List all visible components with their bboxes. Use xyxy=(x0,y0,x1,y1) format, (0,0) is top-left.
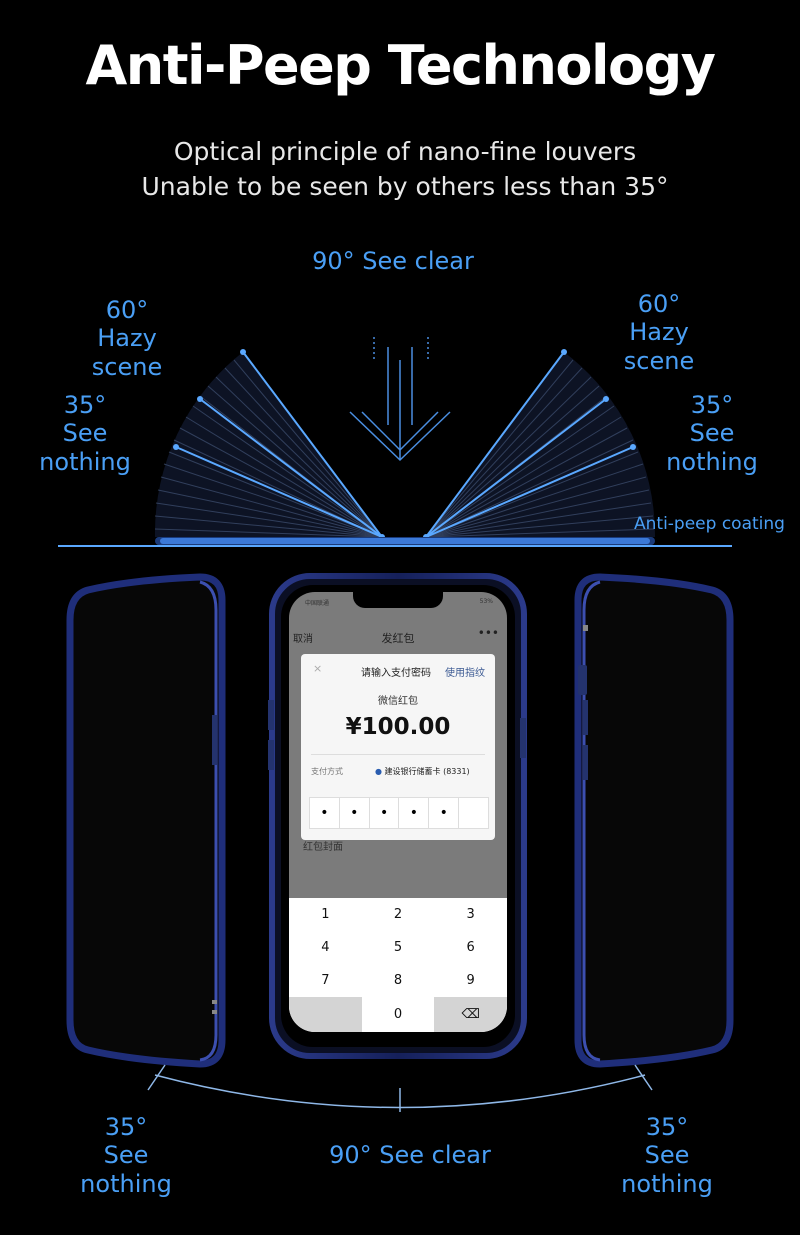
payment-card-label: 建设银行储蓄卡 (8331) xyxy=(384,767,470,776)
left-phone xyxy=(66,573,226,1068)
divider xyxy=(311,754,485,755)
bottom-left-deg: 35° xyxy=(104,1113,148,1141)
label-left-35-text: See nothing xyxy=(39,419,131,476)
backspace-icon[interactable]: ⌫ xyxy=(434,997,507,1032)
pin-digit xyxy=(459,798,488,828)
payment-method-label: 支付方式 xyxy=(311,767,343,776)
bottom-center-text: 90° See clear xyxy=(329,1141,491,1169)
cancel-button[interactable]: 取消 xyxy=(293,634,313,645)
pin-digit: • xyxy=(399,798,430,828)
nav-title: 发红包 xyxy=(381,632,415,645)
key-8[interactable]: 8 xyxy=(393,973,403,988)
label-right-35-deg: 35° xyxy=(690,391,734,419)
status-battery: 53% xyxy=(479,598,493,605)
key-2[interactable]: 2 xyxy=(393,907,403,922)
down-arrow-icon xyxy=(349,337,451,462)
label-coating: Anti-peep coating xyxy=(634,514,785,534)
viewing-angle-arc xyxy=(147,1064,653,1112)
pin-input[interactable]: • • • • • xyxy=(309,797,489,829)
label-right-35-text: See nothing xyxy=(666,419,758,476)
dialog-subtitle: 微信红包 xyxy=(378,696,418,707)
subtitle-line-2: Unable to be seen by others less than 35… xyxy=(141,172,669,201)
pin-digit: • xyxy=(310,798,340,828)
label-right-60-text: Hazy scene xyxy=(623,318,695,375)
label-left-60-deg: 60° xyxy=(105,296,149,324)
notch xyxy=(353,592,443,608)
key-blank xyxy=(289,997,362,1032)
key-1[interactable]: 1 xyxy=(321,907,330,922)
phone-screen: 中国联通 53% 取消 发红包 ••• × 请输入支付密码 使用指纹 微信红包 … xyxy=(289,592,507,1032)
key-4[interactable]: 4 xyxy=(321,940,330,955)
label-left-35-deg: 35° xyxy=(63,391,107,419)
key-6[interactable]: 6 xyxy=(466,940,475,955)
payment-card[interactable]: ● 建设银行储蓄卡 (8331) xyxy=(375,766,470,777)
page-title: Anti-Peep Technology xyxy=(85,34,717,97)
use-fingerprint-link[interactable]: 使用指纹 xyxy=(445,668,485,679)
numeric-keypad: 1 2 3 4 5 6 7 8 9 0 ⌫ xyxy=(289,898,507,1032)
right-phone xyxy=(574,573,734,1068)
bottom-left-text: See nothing xyxy=(80,1141,172,1198)
key-5[interactable]: 5 xyxy=(393,940,403,955)
label-right-60-deg: 60° xyxy=(637,290,681,318)
close-icon[interactable]: × xyxy=(313,662,323,675)
key-3[interactable]: 3 xyxy=(466,907,475,922)
pin-digit: • xyxy=(370,798,400,828)
dialog-title: 请输入支付密码 xyxy=(361,668,431,679)
left-louver-fan xyxy=(154,349,385,540)
status-carrier: 中国联通 xyxy=(305,600,330,607)
right-louver-fan xyxy=(423,349,656,540)
payment-password-dialog: × 请输入支付密码 使用指纹 微信红包 ¥100.00 支付方式 ● 建设银行储… xyxy=(301,654,495,840)
key-7[interactable]: 7 xyxy=(321,973,330,988)
red-packet-cover-label: 红包封面 xyxy=(303,842,343,853)
label-left-60-text: Hazy scene xyxy=(91,324,163,381)
label-90-see-clear: 90° See clear xyxy=(312,247,474,275)
anti-peep-coating-line xyxy=(58,537,732,547)
payment-amount: ¥100.00 xyxy=(345,714,451,740)
key-9[interactable]: 9 xyxy=(466,973,475,988)
key-0[interactable]: 0 xyxy=(393,1007,403,1022)
subtitle-line-1: Optical principle of nano-fine louvers xyxy=(173,137,637,166)
pin-digit: • xyxy=(429,798,460,828)
bottom-right-text: See nothing xyxy=(621,1141,713,1198)
more-button[interactable]: ••• xyxy=(477,626,499,640)
pin-digit: • xyxy=(340,798,370,828)
bank-icon: ● xyxy=(375,767,382,776)
bottom-right-deg: 35° xyxy=(645,1113,689,1141)
